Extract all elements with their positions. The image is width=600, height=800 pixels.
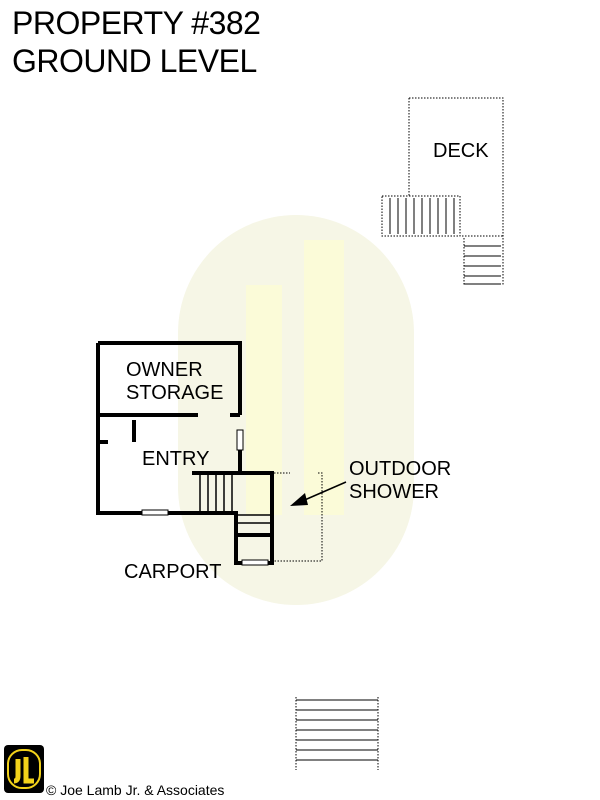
front-window (141, 509, 169, 516)
entry-stairs (199, 475, 270, 524)
lower-stairs (295, 697, 379, 770)
owner-storage-label-line1: OWNER (126, 359, 203, 381)
outdoor-shower-label-line2: SHOWER (349, 481, 439, 503)
level-title: GROUND LEVEL (12, 43, 257, 79)
owner-storage-label-line2: STORAGE (126, 382, 224, 404)
deck-label: DECK (433, 140, 489, 162)
company-logo (4, 745, 44, 793)
property-title: PROPERTY #382 (12, 5, 261, 41)
side-window (236, 429, 244, 451)
deck-stairs (389, 198, 501, 285)
entry-label: ENTRY (142, 448, 210, 470)
rear-window (241, 559, 269, 566)
carport-label: CARPORT (124, 561, 222, 583)
logo-emblem (7, 749, 41, 789)
outdoor-shower-arrow (290, 481, 347, 506)
outdoor-shower-label-line1: OUTDOOR (349, 458, 452, 480)
outdoor-shower-enclosure (274, 472, 323, 562)
copyright-text: © Joe Lamb Jr. & Associates (46, 782, 225, 798)
deck (381, 97, 504, 285)
watermark-logo (178, 215, 414, 605)
